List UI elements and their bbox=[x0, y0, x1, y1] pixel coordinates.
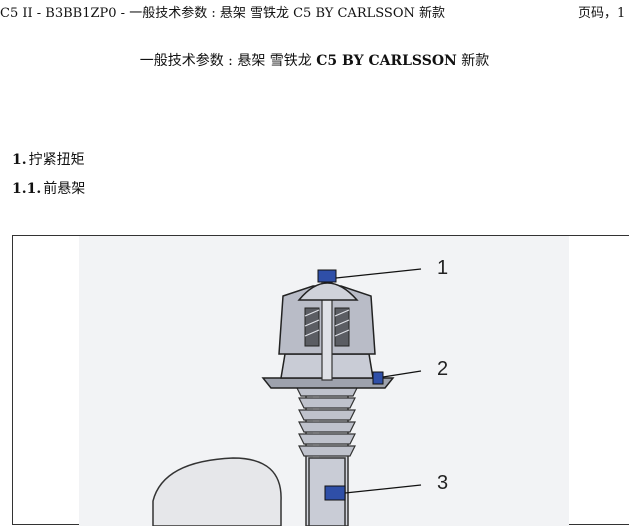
callout-leader-2 bbox=[382, 370, 422, 378]
callout-leader-3 bbox=[344, 484, 422, 494]
section-heading-1-1: 1.1.前悬架 bbox=[12, 178, 85, 198]
title-prefix: 一般技术参数 : 悬架 雪铁龙 bbox=[139, 53, 312, 69]
suspension-figure: 1 2 3 bbox=[12, 235, 629, 526]
title-model: C5 BY CARLSSON bbox=[316, 53, 457, 69]
top-cap bbox=[297, 282, 359, 301]
section-heading-1: 1.拧紧扭矩 bbox=[12, 149, 85, 169]
side-bolt-fastener bbox=[372, 371, 384, 385]
dust-boot bbox=[295, 385, 359, 457]
callout-3: 3 bbox=[437, 472, 449, 494]
callout-1: 1 bbox=[437, 257, 449, 279]
strut-illustration bbox=[79, 236, 569, 526]
top-nut-fastener bbox=[317, 269, 337, 283]
section-label: 拧紧扭矩 bbox=[28, 152, 85, 168]
document-title: 一般技术参数 : 悬架 雪铁龙 C5 BY CARLSSON 新款 bbox=[0, 50, 629, 70]
header-breadcrumb: C5 II - B3BB1ZP0 - 一般技术参数 : 悬架 雪铁龙 C5 BY… bbox=[0, 6, 445, 21]
page-header: C5 II - B3BB1ZP0 - 一般技术参数 : 悬架 雪铁龙 C5 BY… bbox=[0, 2, 629, 22]
section-label: 前悬架 bbox=[43, 181, 86, 197]
section-number: 1.1. bbox=[12, 181, 42, 197]
callout-leader-1 bbox=[335, 268, 422, 279]
rubber-hatching bbox=[304, 309, 350, 337]
page-number: 页码，1 bbox=[578, 6, 626, 21]
section-number: 1. bbox=[12, 152, 27, 168]
title-suffix: 新款 bbox=[461, 53, 490, 69]
rubber-blocks bbox=[304, 307, 350, 347]
lower-clamp-fastener bbox=[324, 485, 346, 501]
callout-2: 2 bbox=[437, 358, 449, 380]
